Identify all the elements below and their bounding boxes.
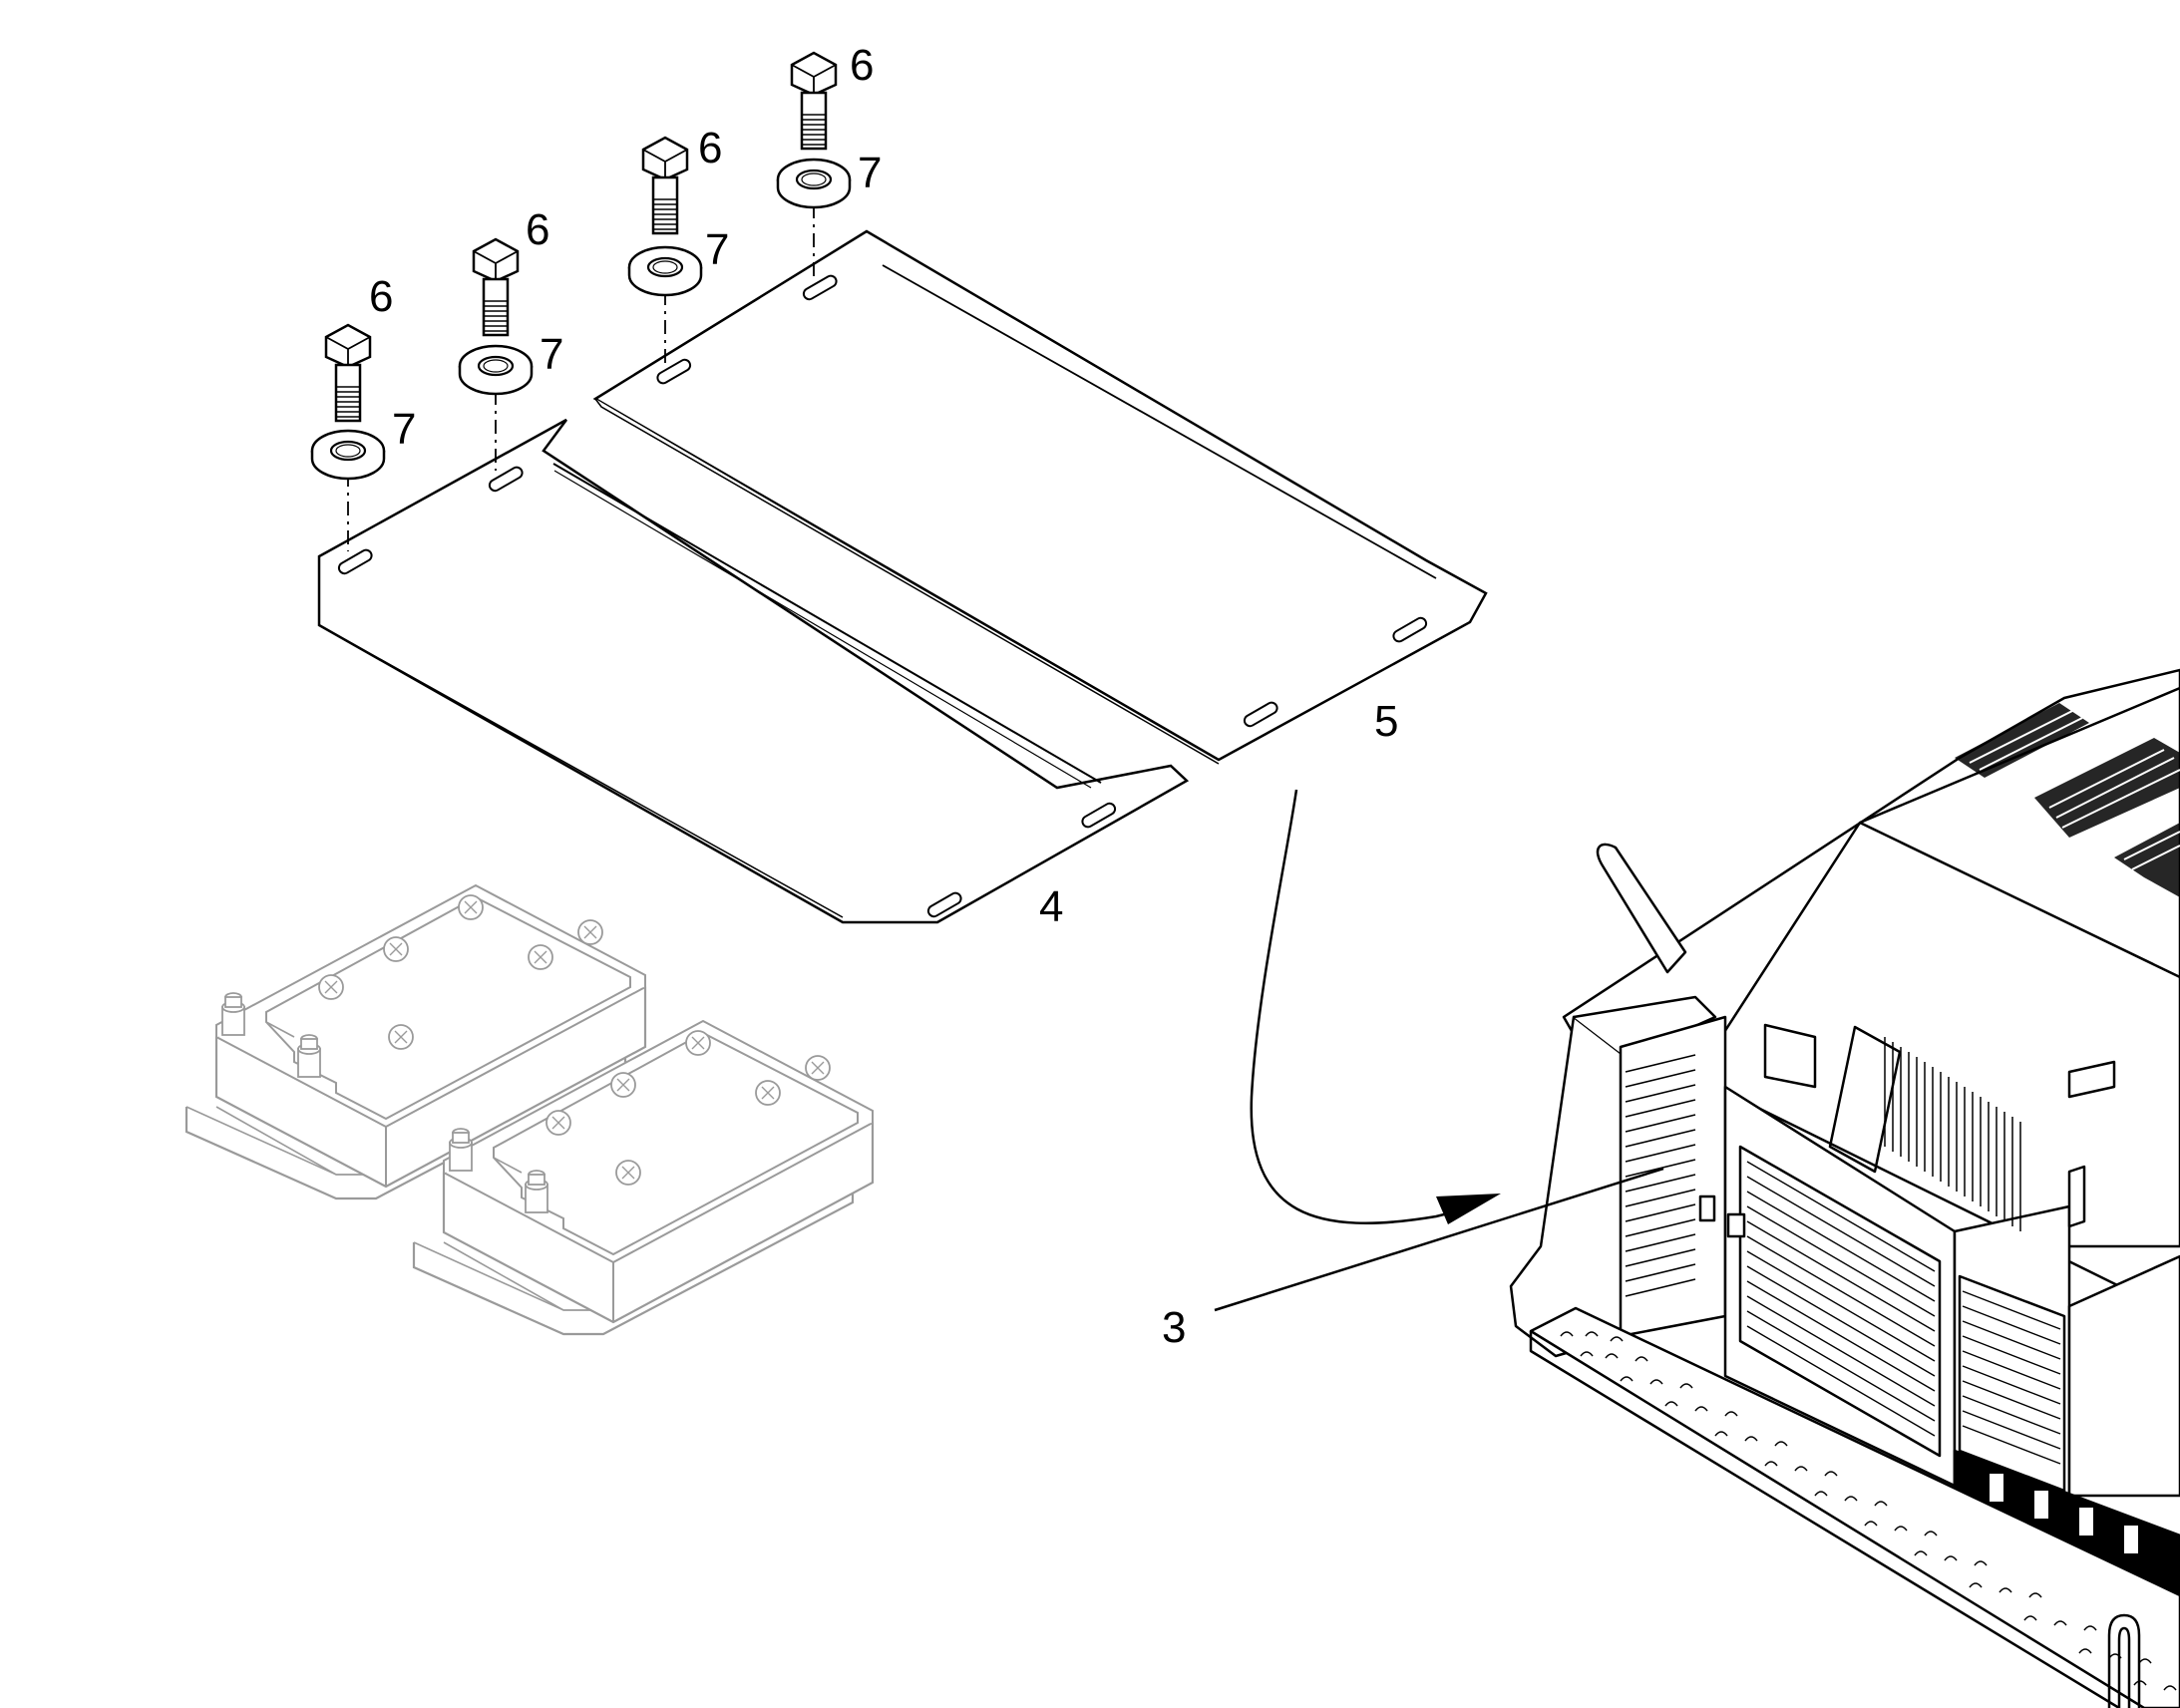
bolt-icon xyxy=(324,323,372,423)
bolt-icon xyxy=(641,136,689,235)
callout-7: 7 xyxy=(392,405,416,454)
callout-6: 6 xyxy=(850,41,874,90)
callout-6: 6 xyxy=(526,205,549,254)
cover-plate-5 xyxy=(592,229,1488,765)
callout-6: 6 xyxy=(698,124,722,172)
callout-5: 5 xyxy=(1374,697,1398,746)
callout-7: 7 xyxy=(705,225,729,274)
washer-icon xyxy=(627,245,703,297)
machine-illustration xyxy=(1509,668,2180,1708)
fastener-set-2 xyxy=(458,237,534,471)
cover-plate-4 xyxy=(317,418,1190,924)
callout-6: 6 xyxy=(369,272,393,321)
washer-icon xyxy=(776,158,852,209)
callout-7: 7 xyxy=(540,330,563,379)
callout-7: 7 xyxy=(858,149,882,197)
bolt-icon xyxy=(472,237,520,337)
fastener-set-1 xyxy=(310,323,386,551)
callout-3-leader xyxy=(1214,1167,1664,1312)
callout-4: 4 xyxy=(1039,882,1063,931)
fastener-set-4 xyxy=(776,51,852,282)
install-location-arrow xyxy=(1250,789,1501,1224)
washer-icon xyxy=(310,429,386,481)
fastener-set-3 xyxy=(627,136,703,367)
callout-3: 3 xyxy=(1162,1303,1186,1352)
washer-icon xyxy=(458,344,534,396)
bolt-icon xyxy=(790,51,838,151)
callout-labels: 3 4 5 6 6 6 6 7 7 7 7 xyxy=(369,41,1398,1352)
